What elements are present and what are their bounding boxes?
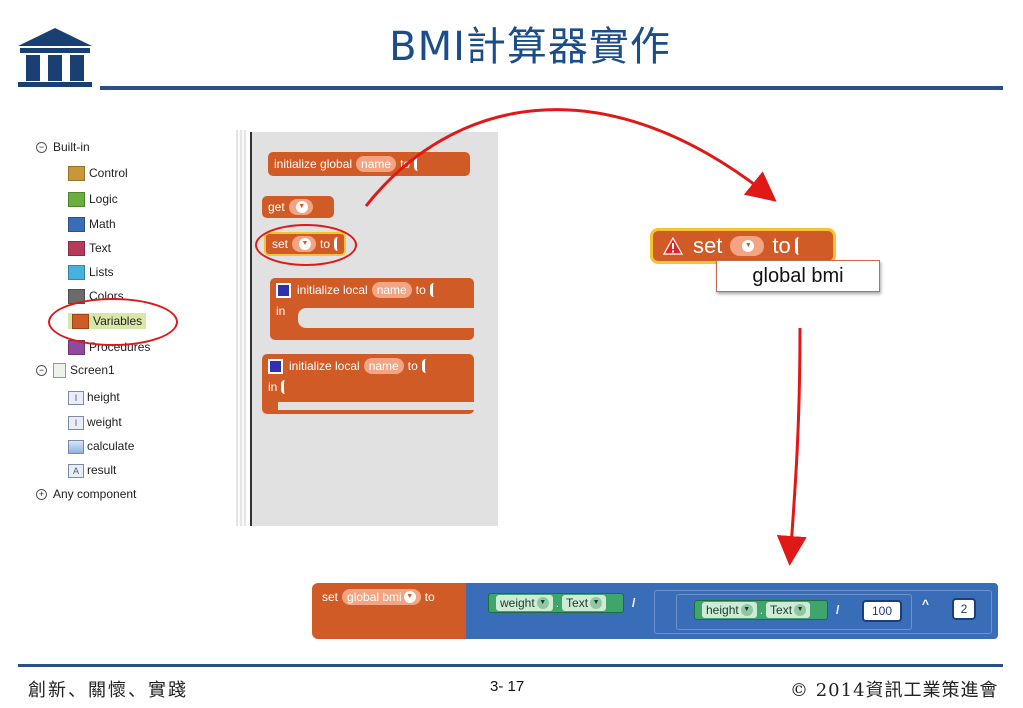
value-socket (414, 157, 425, 171)
chevron-down-icon: ▼ (536, 597, 549, 609)
chevron-down-icon: ▼ (742, 240, 755, 252)
textbox-icon: I (68, 415, 84, 430)
tree-item-text[interactable]: Text (68, 239, 111, 257)
expand-icon[interactable]: + (36, 489, 47, 501)
header-rule (100, 86, 1003, 90)
initialize-global-block[interactable]: initialize global name to (268, 152, 470, 176)
footer-rule (18, 664, 1003, 667)
category-swatch-icon (68, 265, 85, 281)
category-swatch-icon (68, 241, 85, 257)
weight-text-getter-block[interactable]: weight▼ . Text▼ (488, 593, 624, 613)
inner-divide-operator: / (836, 603, 840, 617)
block-bottom-gap (278, 402, 474, 410)
set-global-bmi-block[interactable]: set global bmi▼ to (312, 583, 472, 639)
label-icon: A (68, 463, 84, 478)
get-block[interactable]: get ▼ (262, 196, 334, 218)
divide-operator: / (632, 596, 636, 610)
tree-item-control[interactable]: Control (68, 164, 128, 182)
value-socket (794, 237, 806, 255)
tree-item-math[interactable]: Math (68, 215, 116, 233)
global-name-field[interactable]: name (356, 156, 397, 172)
number-2[interactable]: 2 (952, 598, 976, 620)
chevron-down-icon: ▼ (403, 591, 416, 603)
mutator-icon[interactable] (268, 358, 283, 374)
value-socket (281, 380, 292, 394)
chevron-down-icon: ▼ (590, 597, 603, 609)
tree-node-any-component[interactable]: +Any component (36, 485, 136, 503)
tree-item-logic[interactable]: Logic (68, 190, 118, 208)
screen-icon (53, 363, 66, 379)
height-component-dropdown[interactable]: height▼ (702, 602, 757, 618)
value-socket (429, 283, 441, 297)
collapse-icon[interactable]: − (36, 365, 47, 377)
blocks-palette-tree: −Built-in Control Logic Math Text Lists … (36, 138, 236, 528)
panel-splitter[interactable] (236, 130, 246, 526)
copyright: © 2014資訊工業策進會 (790, 680, 999, 701)
button-icon (68, 439, 84, 454)
chevron-down-icon: ▼ (740, 604, 753, 616)
height-text-getter-block[interactable]: height▼ . Text▼ (694, 600, 828, 620)
get-variable-dropdown[interactable]: ▼ (288, 199, 313, 215)
chevron-down-icon: ▼ (794, 604, 807, 616)
category-swatch-icon (68, 192, 85, 208)
zoom-variable-dropdown[interactable]: ▼ (730, 236, 765, 256)
in-label: in (268, 380, 278, 394)
value-socket (421, 359, 433, 373)
local-name-field[interactable]: name (363, 358, 404, 374)
page-number: 3- 17 (490, 678, 525, 695)
category-swatch-icon (68, 166, 85, 182)
textbox-icon: I (68, 390, 84, 405)
weight-property-dropdown[interactable]: Text▼ (562, 595, 607, 611)
tree-item-lists[interactable]: Lists (68, 263, 114, 281)
highlight-ellipse-variables (48, 298, 178, 346)
tree-item-calculate[interactable]: calculate (68, 437, 134, 455)
institute-logo-icon (18, 28, 92, 87)
arrow-to-bottom (776, 327, 807, 566)
highlight-ellipse-set-block (255, 224, 357, 266)
warning-icon (663, 237, 683, 255)
local-name-field[interactable]: name (371, 282, 412, 298)
chevron-down-icon: ▼ (295, 201, 308, 213)
category-swatch-icon (68, 217, 85, 233)
height-property-dropdown[interactable]: Text▼ (766, 602, 811, 618)
in-label: in (276, 304, 286, 318)
global-bmi-dropdown[interactable]: global bmi▼ (342, 589, 421, 605)
weight-component-dropdown[interactable]: weight▼ (496, 595, 553, 611)
slide-title: BMI計算器實作 (389, 24, 671, 70)
number-100[interactable]: 100 (862, 600, 902, 622)
zoomed-set-block[interactable]: set ▼ to (650, 228, 836, 264)
collapse-icon[interactable]: − (36, 142, 47, 154)
footer-motto: 創新、關懷、實踐 (28, 680, 188, 701)
mutator-icon[interactable] (276, 282, 291, 298)
statement-socket (298, 308, 474, 328)
power-operator: ^ (922, 597, 930, 611)
tree-node-screen1[interactable]: −Screen1 (36, 361, 115, 379)
tree-node-builtin[interactable]: −Built-in (36, 138, 90, 156)
variable-menu-option-global-bmi[interactable]: global bmi (716, 260, 880, 292)
